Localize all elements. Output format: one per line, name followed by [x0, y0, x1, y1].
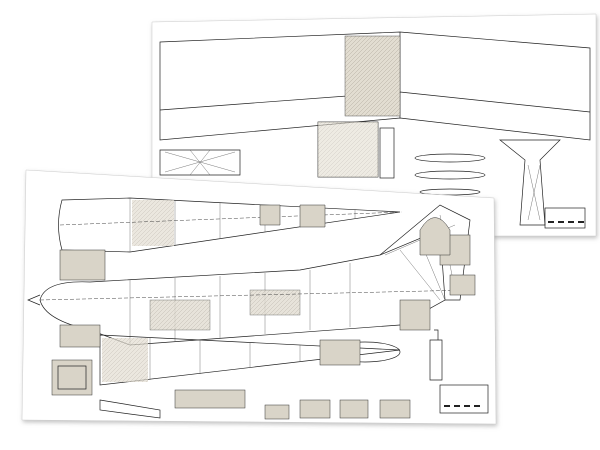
wing-planform [159, 31, 591, 141]
fuselage-plan-sheet [21, 169, 497, 425]
fuselage-bottom-view [99, 334, 401, 386]
wing-sections [159, 121, 586, 229]
wing-plan-sheet [151, 13, 597, 237]
formers-and-parts [51, 204, 489, 420]
